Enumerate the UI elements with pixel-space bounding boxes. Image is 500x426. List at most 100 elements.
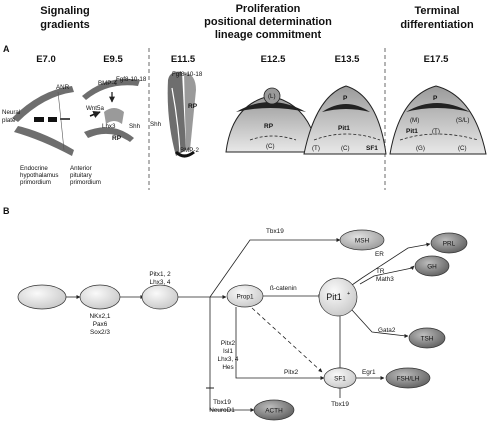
node-pit1-sup: + [347, 291, 350, 297]
label-endocrine-3: primordium [20, 179, 51, 186]
label-shh-e95: Shh [129, 123, 141, 130]
node-gh: GH [414, 255, 450, 277]
label-math3: Math3 [376, 276, 394, 283]
label-pitx2-group-1: Pitx2 [221, 340, 236, 347]
label-l-e125: (L) [268, 93, 276, 100]
node-acth: ACTH [253, 399, 295, 421]
label-tr: TR [376, 268, 385, 275]
label-anterior-1: Anterior [70, 165, 92, 172]
node-prop1-label: Prop1 [236, 294, 253, 301]
edge-to-msh [209, 238, 341, 298]
node-msh: MSH [339, 229, 385, 251]
label-egr1: Egr1 [362, 369, 376, 376]
label-pit1-e135: Pit1 [338, 125, 350, 132]
panel-b-label: B [3, 206, 10, 216]
e9-rathke-pouch-illustration [82, 78, 140, 142]
stage-e9-5: E9.5 [103, 54, 123, 65]
label-lhx3: Lhx3 [102, 123, 116, 130]
label-sl-e175: (S/L) [456, 117, 469, 124]
node-progenitor-2 [79, 284, 121, 310]
label-neural-plate-2: plate [2, 117, 16, 124]
label-rp-e95: RP [112, 135, 122, 142]
node-sf1-label: SF1 [334, 376, 346, 383]
label-c-e175: (C) [458, 145, 467, 152]
edge-prop1-sf1-dashed [251, 307, 323, 373]
node-tsh: TSH [408, 327, 446, 349]
header-proliferation-line3: lineage commitment [215, 29, 322, 41]
node-fshlh: FSH/LH [385, 367, 431, 389]
label-pitx2: Pitx2 [284, 369, 299, 376]
node-tsh-label: TSH [421, 336, 434, 343]
label-bmp4: BMP-4 [98, 80, 117, 87]
node-prl: PRL [430, 232, 468, 254]
e13-pituitary-illustration [303, 85, 387, 155]
edge-pitx2-sf1 [235, 307, 325, 380]
label-nkx: NKx2,1 [90, 313, 111, 320]
node-progenitor-1 [17, 284, 67, 310]
header-terminal-line1: Terminal [414, 5, 459, 17]
edge-to-acth [209, 297, 255, 412]
edge-pit1-gh [359, 265, 415, 285]
label-endocrine-1: Endocrine [20, 165, 48, 172]
e12-pituitary-illustration [225, 87, 319, 153]
node-sf1: SF1 [323, 367, 357, 389]
label-rp-e115: RP [188, 103, 198, 110]
label-pitx2-group-3: Lhx3, 4 [218, 356, 239, 363]
label-g-e175: (G) [416, 145, 425, 152]
stage-e11-5: E11.5 [171, 54, 196, 65]
label-anterior-2: pituitary [70, 172, 93, 179]
header-terminal-line2: differentiation [400, 19, 474, 31]
stage-e17-5: E17.5 [424, 54, 450, 65]
label-fgf8-e95: Fgf8-10-18 [116, 76, 147, 83]
node-progenitor-3 [141, 284, 179, 310]
stage-e13-5: E13.5 [335, 54, 361, 65]
label-m-e175: (M) [410, 117, 419, 124]
header-proliferation: Proliferation positional determination l… [204, 3, 332, 41]
label-c-e135: (C) [341, 145, 350, 152]
label-p-e175: P [433, 95, 438, 102]
label-pit1-e175: Pit1 [406, 128, 418, 135]
header-proliferation-line2: positional determination [204, 16, 332, 28]
header-terminal: Terminal differentiation [400, 5, 474, 31]
e7-neural-plate-illustration [12, 86, 74, 156]
label-sf1-e135: SF1 [366, 145, 378, 152]
label-anterior-3: primordium [70, 179, 101, 186]
panel-a-label: A [3, 44, 10, 54]
label-er: ER [375, 251, 384, 258]
label-pitx12: Pitx1, 2 [149, 271, 171, 278]
label-pitx2-group-2: Isl1 [223, 348, 233, 355]
label-sox2: Sox2/3 [90, 329, 110, 336]
label-pax6: Pax6 [93, 321, 108, 328]
node-prl-label: PRL [443, 241, 456, 248]
label-pitx2-group-4: Hes [222, 364, 233, 371]
label-fgf8-e115: Fgf8-10-18 [172, 71, 203, 78]
label-tbx19-top: Tbx19 [266, 228, 284, 235]
label-t-e135: (T) [312, 145, 320, 152]
label-bcatenin: ß-catenin [270, 285, 297, 292]
stage-e12-5: E12.5 [261, 54, 287, 65]
e17-pituitary-illustration [389, 85, 487, 155]
label-wnt5a: Wnt5a [86, 105, 104, 112]
header-signaling-line2: gradients [40, 19, 90, 31]
label-t-e175: (T) [432, 128, 440, 135]
edge-pit1-tsh [351, 309, 409, 338]
header-signaling-line1: Signaling [40, 5, 90, 17]
node-msh-label: MSH [355, 238, 370, 245]
node-pit1: Pit1 + [318, 277, 358, 317]
header-signaling: Signaling gradients [40, 5, 90, 31]
label-neural-plate-1: Neural [2, 109, 20, 116]
label-endocrine-2: hypothalamus [20, 172, 59, 179]
node-prop1: Prop1 [226, 284, 264, 308]
header-proliferation-line1: Proliferation [236, 3, 301, 15]
node-gh-label: GH [427, 264, 437, 271]
label-neurod1: NeuroD1 [209, 407, 235, 414]
node-pit1-label: Pit1 [326, 292, 342, 302]
pathway-edges [66, 238, 431, 412]
label-tbx19-bottom: Tbx19 [213, 399, 231, 406]
label-gata2: Gata2 [378, 327, 396, 334]
label-shh-e115: Shh [150, 121, 162, 128]
label-anr: ANR [56, 84, 70, 91]
label-p-e135: P [343, 95, 348, 102]
e11-pouch-illustration [167, 71, 196, 158]
stage-e7-0: E7.0 [36, 54, 56, 65]
